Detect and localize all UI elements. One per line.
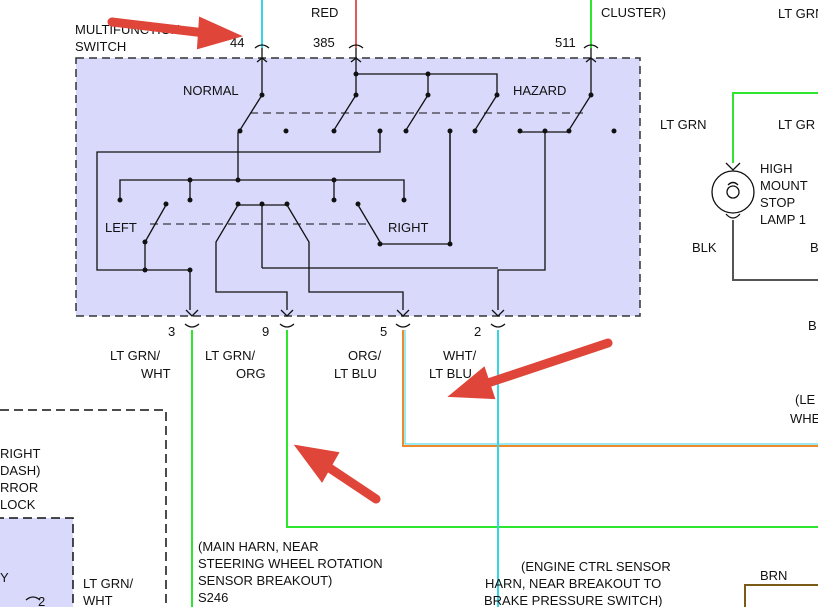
ltgrn-wht-lower-line2: WHT xyxy=(83,593,113,607)
main-harn-line4: S246 xyxy=(198,590,228,605)
main-harn-line1: (MAIN HARN, NEAR xyxy=(198,539,319,554)
wire-9-color-line2: ORG xyxy=(236,366,266,381)
pin-3-label: 3 xyxy=(168,324,175,339)
mirror-module-box xyxy=(0,409,167,607)
top-connectors xyxy=(254,44,599,63)
wire-5-color-line2: LT BLU xyxy=(334,366,377,381)
switch-contact-dots xyxy=(117,71,617,273)
pin-385-label: 385 xyxy=(313,35,335,50)
mirror-line2: DASH) xyxy=(0,463,40,478)
wires xyxy=(191,0,818,607)
bottom-connectors xyxy=(184,309,506,328)
engine-line1: (ENGINE CTRL SENSOR xyxy=(521,559,671,574)
mirror-inner-box xyxy=(0,517,74,612)
wire-9-green xyxy=(286,330,818,528)
wire-5-orange xyxy=(402,330,818,447)
mirror-pin-y: Y xyxy=(0,570,9,585)
ltgrn-lamp-label-a: LT GRN xyxy=(660,117,706,132)
partial-cluster-label: CLUSTER) xyxy=(601,5,666,20)
wire-2-color-line1: WHT/ xyxy=(443,348,477,363)
red-arrow-right xyxy=(447,338,613,400)
red-arrow-middle xyxy=(293,444,381,504)
partial-red-label: RED xyxy=(311,5,338,20)
lamp-line2: MOUNT xyxy=(760,178,808,193)
pin-2-label: 2 xyxy=(474,324,481,339)
wire-lamp-blk xyxy=(732,220,818,281)
b-partial-1: B xyxy=(810,240,818,255)
mirror-line4: LOCK xyxy=(0,497,36,512)
pin-511-label: 511 xyxy=(555,35,576,50)
wire-5-color-line1: ORG/ xyxy=(348,348,382,363)
labels: RED CLUSTER) LT GRN MULTIFUNCTION SWITCH… xyxy=(0,5,818,609)
pin-9-label: 9 xyxy=(262,324,269,339)
stop-lamp-symbol xyxy=(711,162,755,219)
pin-5-label: 5 xyxy=(380,324,387,339)
partial-ltgrn-top-label: LT GRN xyxy=(778,6,818,21)
wire-3-color-line2: WHT xyxy=(141,366,171,381)
wire-lamp-green xyxy=(732,92,818,163)
lamp-line1: HIGH xyxy=(760,161,793,176)
ltgrn-lamp-label-b: LT GR xyxy=(778,117,815,132)
main-harn-line3: SENSOR BREAKOUT) xyxy=(198,573,332,588)
mirror-pin-2: 2 xyxy=(38,594,45,607)
annotation-arrows xyxy=(107,16,613,504)
left-label: LEFT xyxy=(105,220,137,235)
engine-line3: BRAKE PRESSURE SWITCH) xyxy=(484,593,662,607)
right-label: RIGHT xyxy=(388,220,429,235)
mirror-line3: RROR xyxy=(0,480,38,495)
wire-3-color-line1: LT GRN/ xyxy=(110,348,160,363)
switch-title-line2: SWITCH xyxy=(75,39,126,54)
left-wheel-line2: WHE xyxy=(790,411,818,426)
mirror-line1: RIGHT xyxy=(0,446,41,461)
mirror-connector xyxy=(25,596,41,601)
blk-label: BLK xyxy=(692,240,717,255)
engine-line2: HARN, NEAR BREAKOUT TO xyxy=(485,576,661,591)
left-wheel-line1: (LE xyxy=(795,392,816,407)
normal-label: NORMAL xyxy=(183,83,239,98)
wire-brn xyxy=(744,584,818,607)
wire-2-color-line2: LT BLU xyxy=(429,366,472,381)
lamp-line3: STOP xyxy=(760,195,795,210)
ltgrn-wht-lower-line1: LT GRN/ xyxy=(83,576,133,591)
b-partial-2: B xyxy=(808,318,817,333)
lamp-line4: LAMP 1 xyxy=(760,212,806,227)
switch-internal xyxy=(96,62,592,310)
wire-5-orange-inner xyxy=(404,330,818,445)
hazard-label: HAZARD xyxy=(513,83,566,98)
red-arrow-top xyxy=(107,16,243,50)
wire-9-color-line1: LT GRN/ xyxy=(205,348,255,363)
brn-label: BRN xyxy=(760,568,787,583)
multifunction-switch-box xyxy=(75,57,641,317)
main-harn-line2: STEERING WHEEL ROTATION xyxy=(198,556,383,571)
